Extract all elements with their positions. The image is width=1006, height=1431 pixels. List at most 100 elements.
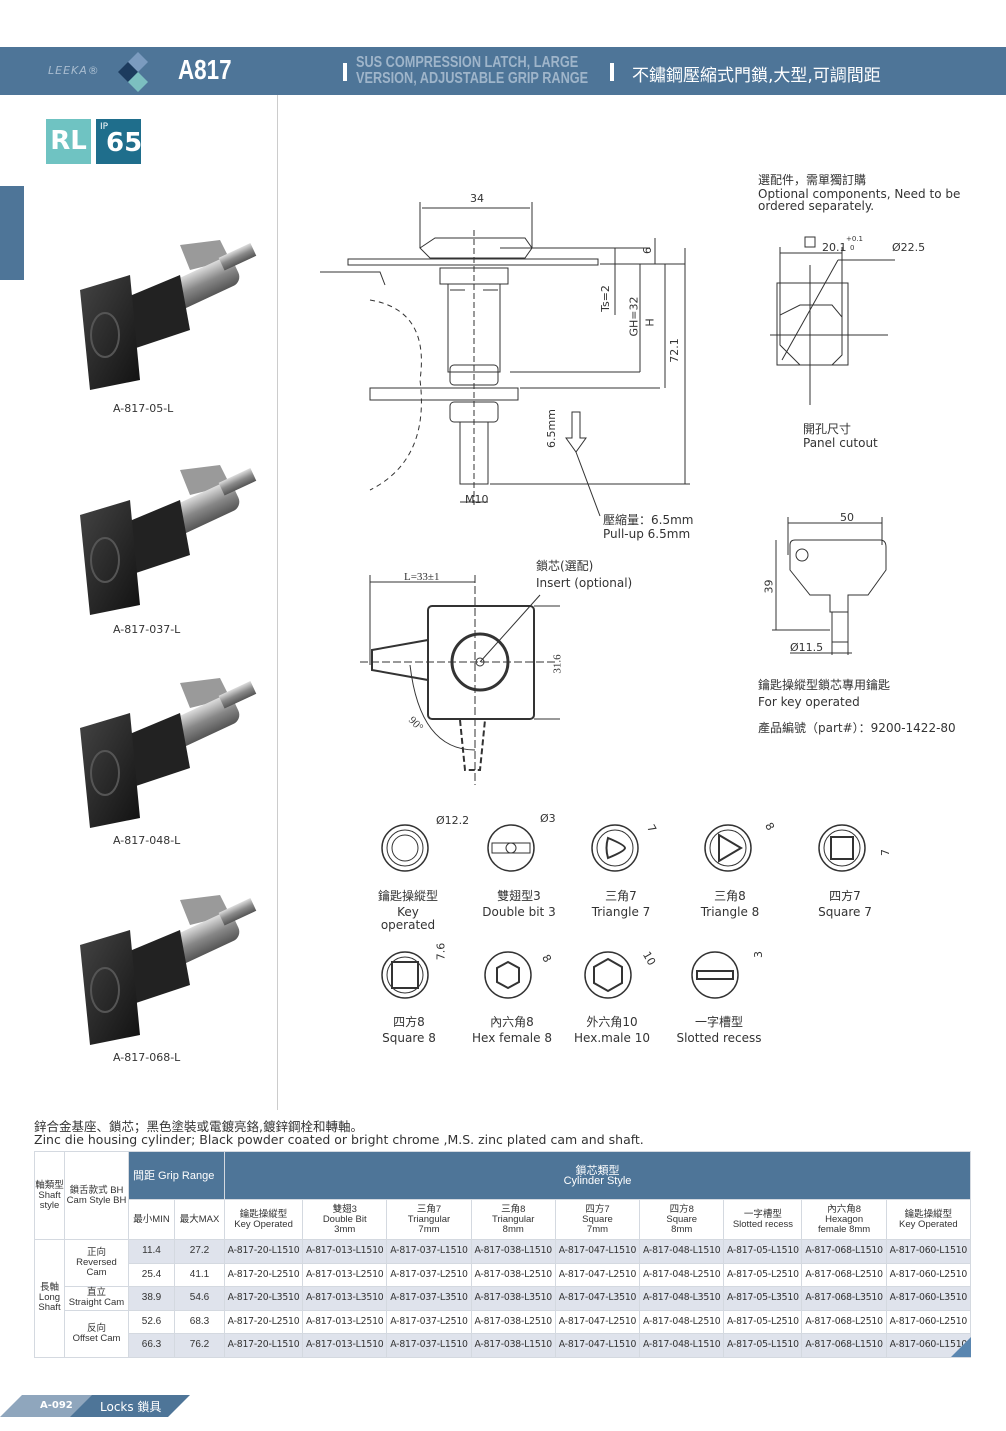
table-row: 25.4 41.1 A-817-20-L2510 A-817-013-L2510… [35,1262,972,1287]
part-code: A-817-048-L2510 [639,1262,725,1287]
table-row: 66.3 76.2 A-817-20-L1510 A-817-013-L1510… [35,1333,972,1358]
part-code: A-817-048-L1510 [639,1239,725,1264]
part-code: A-817-038-L2510 [470,1309,556,1334]
part-code: A-817-05-L3510 [723,1286,803,1311]
max-cell: 54.6 [174,1286,225,1311]
panel-cutout-drawing [770,236,895,405]
part-code: A-817-047-L2510 [554,1309,641,1334]
part-code: A-817-05-L1510 [723,1333,803,1358]
side-view-drawing [320,202,690,517]
part-code: A-817-038-L1510 [470,1239,556,1264]
insert-dim: 7.6 [434,942,448,961]
pullup-cn: 壓縮量：6.5mm [603,513,694,527]
dim-ts: Ts=2 [598,285,612,312]
min-cell: 66.3 [128,1333,175,1358]
dim-gh: GH=32 [627,296,641,337]
product-label: A-817-037-L [113,623,181,636]
product-label: A-817-05-L [113,402,174,415]
tolerance-lower: 0 [850,244,855,252]
dim-square: 20.1 [822,241,847,254]
dim-stroke: 6.5mm [544,409,558,448]
key-part-number: 產品編號（part#）：9200-1422-80 [758,721,956,735]
part-code: A-817-068-L2510 [801,1262,887,1287]
part-code: A-817-048-L3510 [639,1286,725,1311]
part-code: A-817-048-L1510 [639,1333,725,1358]
part-code: A-817-013-L2510 [302,1309,388,1334]
part-code: A-817-047-L3510 [554,1286,641,1311]
product-image [70,885,260,1050]
part-code: A-817-068-L2510 [801,1309,887,1334]
cutout-en: Panel cutout [803,436,878,450]
part-code: A-817-013-L3510 [302,1286,388,1311]
brand-logo: LEEKA® [48,64,100,77]
part-code: A-817-037-L1510 [386,1333,472,1358]
part-code: A-817-068-L1510 [801,1333,887,1358]
insert-double-bit-icon [486,823,546,882]
part-code: A-817-20-L2510 [223,1262,304,1287]
part-code: A-817-05-L1510 [723,1239,803,1264]
insert-dim: 8 [762,820,777,833]
insert-dim: 7 [879,849,892,856]
insert-hex-male-icon [583,950,643,1009]
front-view-drawing [360,575,560,785]
part-code: A-817-013-L1510 [302,1239,388,1264]
part-code: A-817-060-L1510 [885,1239,972,1264]
part-code: A-817-047-L2510 [554,1262,641,1287]
section-name: Locks 鎖具 [100,1400,162,1414]
min-cell: 38.9 [128,1286,175,1311]
part-code: A-817-20-L2510 [223,1309,304,1334]
min-cell: 52.6 [128,1309,175,1334]
divider [343,63,347,81]
insert-triangle8-icon [703,823,763,882]
divider [610,63,614,81]
pullup-en: Pull-up 6.5mm [603,527,691,541]
part-code: A-817-038-L2510 [470,1262,556,1287]
material-cn: 鋅合金基座、鎖芯；黑色塗裝或電鍍亮鉻,鍍鋅鋼栓和轉軸。 [34,1119,363,1134]
key-dim-height: 39 [762,579,776,594]
optional-note-cn: 選配件，需單獨訂購 [758,173,867,187]
max-cell: 68.3 [174,1309,225,1334]
insert-square8-icon [380,950,440,1009]
insert-en: Insert (optional) [536,576,633,590]
part-code: A-817-037-L2510 [386,1262,472,1287]
part-code: A-817-060-L1510 [885,1333,972,1358]
part-code: A-817-037-L1510 [386,1239,472,1264]
max-cell: 27.2 [174,1239,225,1264]
diamond-logo-icon [118,52,148,92]
part-code: A-817-20-L3510 [223,1286,304,1311]
part-code: A-817-05-L2510 [723,1262,803,1287]
product-label: A-817-068-L [113,1051,181,1064]
tolerance-upper: +0.1 [846,235,863,243]
part-code: A-817-047-L1510 [554,1239,641,1264]
min-cell: 25.4 [128,1262,175,1287]
max-cell: 41.1 [174,1262,225,1287]
material-en: Zinc die housing cylinder; Black powder … [34,1132,644,1147]
grip-range-header: 間距 Grip Range [128,1151,225,1200]
product-image [70,668,260,833]
product-label: A-817-048-L [113,834,181,847]
insert-dim: Ø3 [540,812,556,825]
part-code: A-817-048-L2510 [639,1309,725,1334]
dim-length: L=33±1 [404,571,440,583]
part-code: A-817-038-L1510 [470,1333,556,1358]
